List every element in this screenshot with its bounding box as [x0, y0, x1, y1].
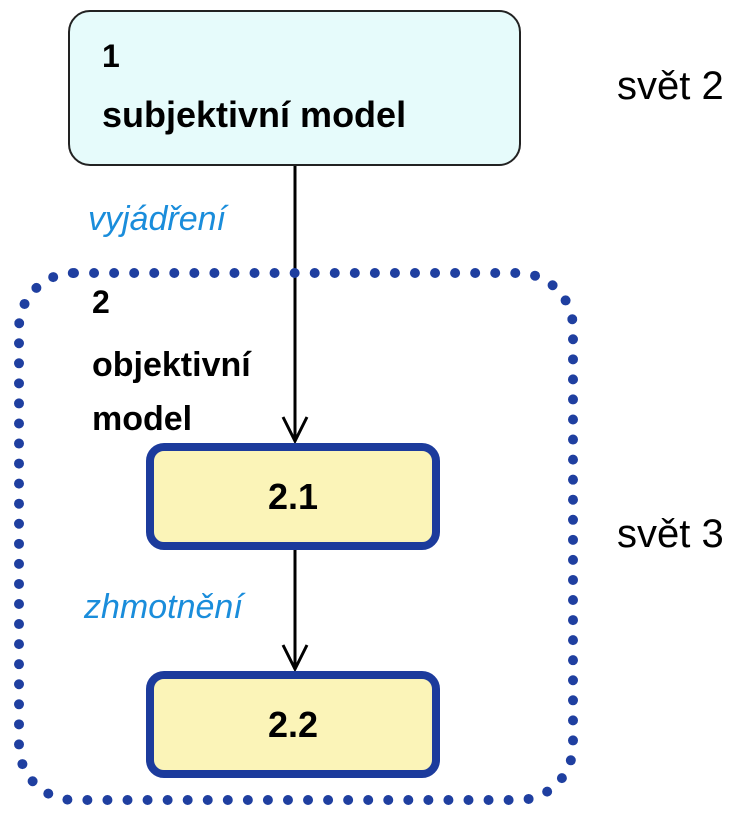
world-2-label: svět 2: [617, 64, 724, 108]
world-3-label: svět 3: [617, 512, 724, 556]
objective-model-number: 2: [92, 284, 110, 320]
objective-model-label-line-2: model: [92, 400, 193, 438]
objective-model-container: [14, 268, 578, 805]
node-2-2-box: 2.2: [146, 671, 440, 778]
subjective-model-box: [68, 10, 521, 166]
node-2-1-box: 2.1: [146, 443, 440, 550]
objective-model-label-line-1: objektivní: [92, 346, 251, 384]
subjective-model-label: subjektivní model: [102, 94, 407, 135]
node-2-2-label: 2.2: [267, 703, 319, 745]
node-2-1-label: 2.1: [267, 475, 319, 517]
materialization-relation-label: zhmotnění: [84, 588, 243, 626]
expression-relation-label: vyjádření: [88, 200, 226, 238]
objective-model-label: objektivní model: [92, 338, 251, 446]
subjective-model-number: 1: [102, 38, 120, 74]
